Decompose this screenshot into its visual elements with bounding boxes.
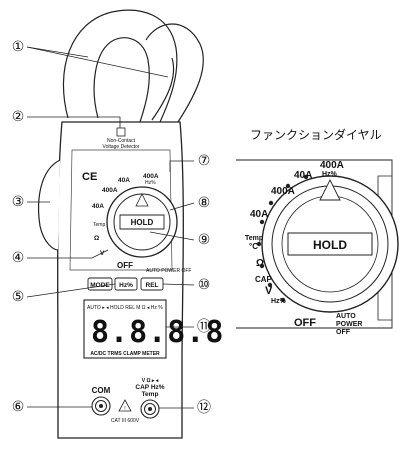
hz-button[interactable]: Hz% — [114, 277, 138, 291]
callout-12: ⑫ — [197, 400, 211, 416]
lcd-top-indicators: AUTO ▸ ◂ HOLD REL M Ω ◂ Hz % — [87, 305, 163, 311]
detail-pos-off: OFF — [294, 317, 316, 329]
lcd-footer: AC/DC TRMS CLAMP METER — [90, 351, 160, 357]
detail-pos-400a-hz-sub: Hz% — [322, 171, 338, 178]
detail-pos-40a-dc: 40A — [250, 209, 268, 220]
callout-10: ⑩ — [198, 277, 211, 293]
com-label: COM — [92, 386, 111, 395]
detail-pos-cap: CAP — [255, 275, 273, 284]
detail-pos-ohm: Ω — [256, 258, 264, 269]
dial-pos-v: V — [100, 250, 105, 257]
terminal-label-3: Temp — [142, 391, 159, 398]
callout-4: ④ — [12, 250, 25, 266]
detail-auto-power-off: AUTO POWER OFF — [336, 313, 362, 336]
callout-11: ⑪ — [197, 319, 211, 335]
rel-button[interactable]: REL — [140, 277, 164, 291]
mode-button-label: MODE — [90, 282, 110, 289]
detail-pos-temp-unit: °C — [249, 242, 258, 251]
dial-pos-40a-ac: 40A — [118, 177, 130, 184]
detail-apo-2: POWER — [336, 321, 362, 328]
detail-dial-tick-dots — [256, 174, 309, 303]
detail-pos-40a-top: 40A — [294, 170, 312, 181]
dial-hold-label[interactable]: HOLD — [131, 218, 154, 227]
detail-dial-position-labels: 400A Hz% 40A 400A 40A Temp °C Ω CAP V Hz… — [245, 160, 344, 329]
leader-lines — [26, 46, 195, 409]
terminal-label-1: V Ω ▸ ◂ — [142, 378, 159, 384]
callout-1: ① — [12, 39, 25, 55]
lcd-digits: 8.8.8.8 — [91, 315, 224, 350]
detail-rotary-dial[interactable]: HOLD — [261, 175, 399, 313]
detail-pos-v: V — [265, 285, 273, 297]
detail-pos-v-sub: Hz% — [271, 298, 287, 305]
dial-pos-40a-dc: 40A — [92, 203, 104, 210]
detail-hold-label[interactable]: HOLD — [313, 238, 347, 252]
callout-5: ⑤ — [12, 289, 25, 305]
rel-button-label: REL — [146, 282, 159, 289]
detail-apo-1: AUTO — [336, 313, 356, 320]
detail-pos-400a-mid: 400A — [271, 186, 295, 197]
callout-3: ③ — [12, 194, 25, 210]
callout-6: ⑥ — [12, 399, 25, 415]
warning-triangle-icon: ! — [118, 399, 132, 412]
detail-title: ファンクションダイヤル — [250, 127, 382, 142]
dial-pos-temp: Temp — [93, 222, 105, 228]
ce-mark: CE — [82, 171, 97, 183]
hz-button-label: Hz% — [119, 282, 133, 289]
dial-pos-400a-hz-sub: Hz% — [145, 180, 156, 186]
ncv-label-2: Voltage Detector — [103, 144, 140, 150]
dial-pos-off: OFF — [117, 261, 133, 270]
com-terminal[interactable]: COM — [91, 386, 111, 416]
ncv-indicator: Non-Contact Voltage Detector — [103, 127, 140, 150]
lcd-display: AUTO ▸ ◂ HOLD REL M Ω ◂ Hz % 8.8.8.8 AC/… — [83, 299, 224, 359]
auto-power-off-label: AUTO POWER OFF — [146, 268, 191, 274]
clamp-jaws — [62, 9, 204, 123]
ncv-label-1: Non-Contact — [107, 138, 136, 144]
detail-pos-400a-hz: 400A — [320, 160, 344, 171]
callout-9: ⑨ — [198, 232, 211, 248]
v-ohm-terminal[interactable]: V Ω ▸ ◂ CAP Hz% Temp — [135, 378, 165, 419]
terminal-label-2: CAP Hz% — [135, 384, 164, 391]
callout-numbers: ① ② ③ ④ ⑤ ⑥ ⑦ ⑧ ⑨ ⑩ ⑪ ⑫ — [12, 39, 211, 416]
dial-position-labels: 400A Hz% 40A 400A 40A Temp Ω V OFF — [92, 173, 159, 270]
callout-8: ⑧ — [198, 195, 211, 211]
mode-button[interactable]: MODE — [87, 277, 113, 291]
dial-pos-400a-hz: 400A — [143, 173, 159, 180]
cat-rating: CAT III 600V — [111, 418, 140, 424]
detail-pos-temp: Temp — [245, 235, 263, 242]
dial-pos-400a-ac: 400A — [102, 187, 118, 194]
callout-7: ⑦ — [198, 153, 211, 169]
callout-2: ② — [12, 109, 25, 125]
rotary-dial[interactable]: HOLD — [106, 186, 178, 258]
svg-text:!: ! — [124, 406, 125, 412]
dial-pos-ohm: Ω — [94, 235, 99, 242]
detail-apo-3: OFF — [336, 329, 351, 336]
